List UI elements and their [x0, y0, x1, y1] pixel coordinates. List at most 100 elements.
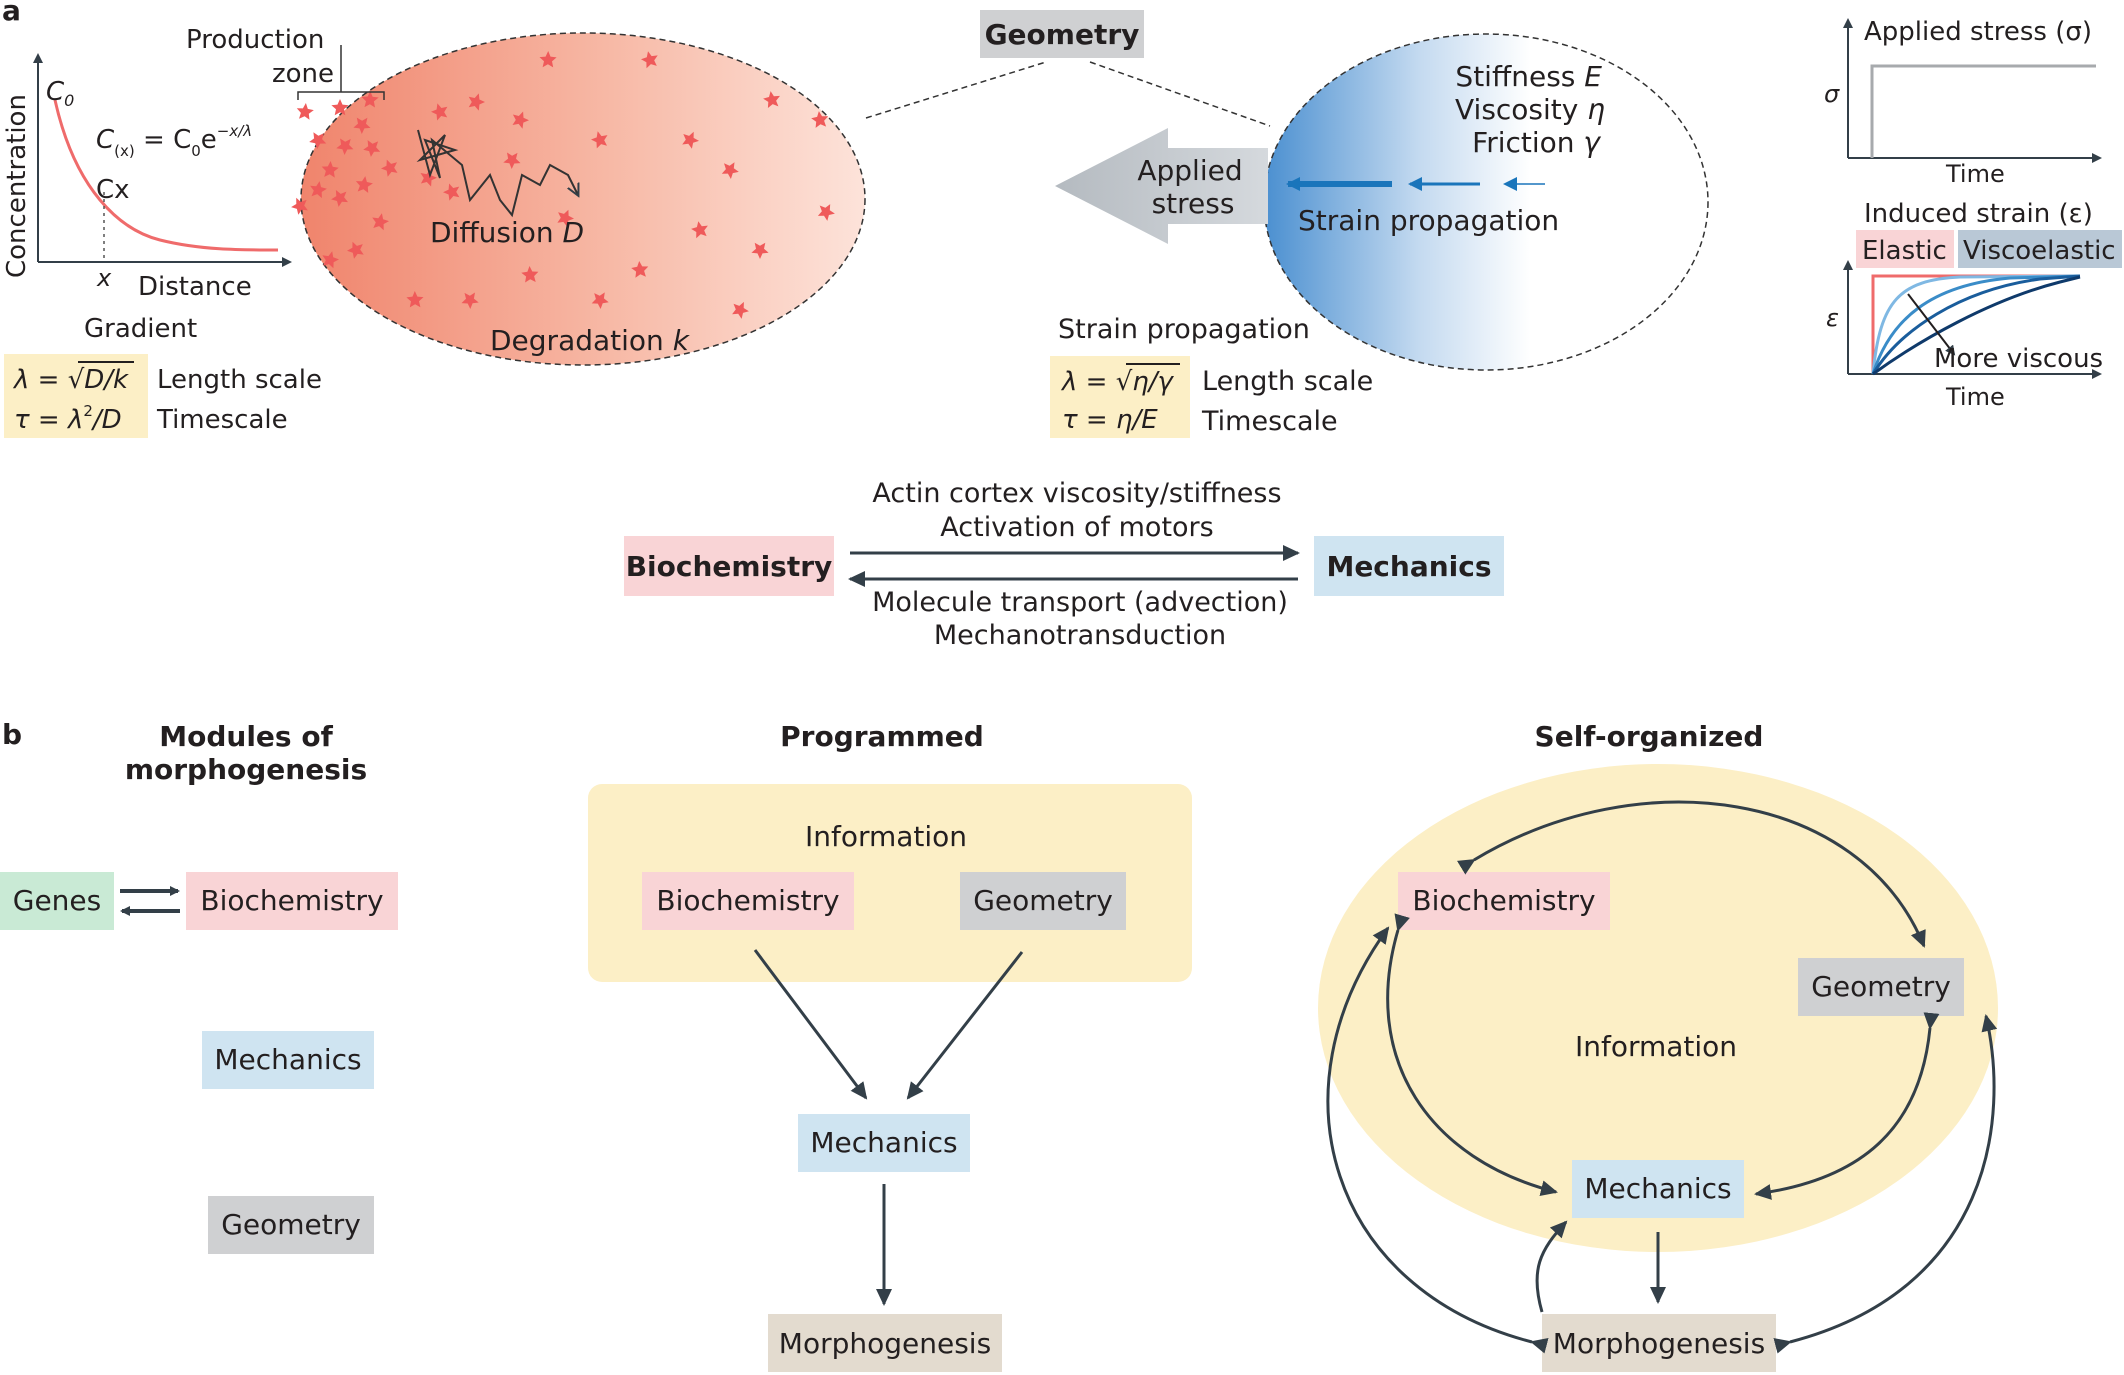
molecule-icon [347, 241, 364, 259]
so-arrow-biochem-geometry [1457, 800, 1926, 948]
molecule-icon [691, 221, 708, 239]
strain-plot-title: Induced strain (ε) [1864, 199, 2093, 229]
stress-step [1870, 64, 2096, 158]
strain-scales-box [1050, 356, 1190, 438]
programmed-mechanics-box [798, 1114, 970, 1172]
molecule-icon [591, 292, 609, 309]
modules-biochemistry-label: Biochemistry [200, 884, 383, 917]
geometry-label-box [980, 10, 1144, 58]
programmed-geometry-label: Geometry [973, 884, 1113, 917]
programmed-column: Programmed Information Biochemistry Geom… [588, 720, 1192, 1372]
strain-x-label: Time [1945, 383, 2005, 411]
molecule-icon [381, 159, 398, 177]
geometry-header: Geometry [865, 10, 1271, 127]
coupling-mechanics-box [1314, 536, 1504, 596]
modules-biochemistry-box [186, 872, 398, 930]
viscoelastic-curve-4 [1872, 275, 2081, 376]
gradient-scales: λ = √D/k Length scale τ = λ2/D Timescale [4, 354, 322, 438]
modules-genes-box [0, 872, 114, 930]
cx-label: Cx [96, 175, 130, 205]
modules-mechanics-label: Mechanics [214, 1043, 361, 1076]
coupling-top-line1: Actin cortex viscosity/stiffness [872, 478, 1281, 509]
gradient-scales-box [4, 354, 148, 438]
programmed-geometry-box [960, 872, 1126, 930]
self-organized-morphogenesis-box [1542, 1314, 1776, 1372]
molecule-icon [817, 204, 835, 221]
modules-geometry-label: Geometry [221, 1208, 361, 1241]
production-zone-line2: zone [272, 59, 334, 89]
programmed-arrow-biochem-mechanics [753, 949, 868, 1100]
molecule-icon [321, 161, 339, 178]
morphogen-cell-body [300, 32, 866, 366]
y-axis-label: Concentration [2, 94, 32, 278]
production-zone-line1: Production [186, 25, 324, 55]
viscoelastic-label: Viscoelastic [1963, 236, 2116, 266]
programmed-morphogenesis-box [768, 1314, 1002, 1372]
elastic-label-box [1856, 230, 1954, 268]
molecule-icon [431, 103, 448, 121]
panel-b-label: b [2, 718, 22, 751]
applied-stress-line2: stress [1152, 187, 1235, 220]
molecule-icon [372, 213, 389, 231]
molecule-icon [682, 131, 699, 149]
geometry-label: Geometry [985, 18, 1140, 51]
molecule-icon [420, 169, 437, 187]
equation: C(x) = C0e−x/λ [96, 122, 252, 160]
morphogen-molecules [291, 51, 835, 319]
panel-a-label: a [2, 0, 21, 27]
coupling-biochemistry-label: Biochemistry [626, 550, 833, 583]
self-organized-geometry-label: Geometry [1811, 970, 1951, 1003]
c0-label: C0 [46, 77, 74, 110]
molecule-icon [591, 131, 608, 149]
molecule-icon [310, 181, 327, 199]
strain-lambda-label: Length scale [1202, 366, 1373, 397]
molecule-icon [763, 91, 780, 108]
random-walk [416, 129, 578, 218]
programmed-title: Programmed [780, 720, 984, 753]
self-organized-column: Self-organized Information Biochemistry … [1318, 720, 1998, 1372]
self-organized-geometry-box [1798, 958, 1964, 1016]
molecule-icon [557, 209, 574, 227]
self-organized-information-label: Information [1575, 1030, 1737, 1063]
more-viscous-arrow [1907, 293, 1956, 356]
molecule-icon [331, 99, 349, 116]
self-organized-title: Self-organized [1535, 720, 1764, 753]
strain-propagation-label: Strain propagation [1298, 204, 1559, 237]
molecule-icon [363, 140, 381, 157]
elastic-label: Elastic [1862, 236, 1947, 266]
applied-stress-arrow [1055, 128, 1268, 244]
coupling-top-line2: Activation of motors [940, 512, 1213, 543]
strain-plot: Induced strain (ε) Elastic Viscoelastic … [1826, 199, 2122, 411]
x-axis-label: Distance [138, 272, 252, 302]
viscoelastic-curve-3 [1871, 274, 2081, 375]
molecule-icon [443, 183, 460, 201]
morphogen-cell: Production zone Diffusion D Degradation … [186, 25, 866, 366]
molecule-icon [361, 91, 379, 108]
modules-title-line2: morphogenesis [125, 753, 367, 786]
molecule-icon [331, 190, 348, 207]
strain-y-symbol: ε [1826, 304, 1839, 332]
viscoelastic-label-box [1958, 230, 2122, 268]
strain-tau-label: Timescale [1201, 406, 1338, 437]
geometry-connector-right [1089, 61, 1271, 127]
molecule-icon [512, 111, 529, 129]
programmed-arrow-geometry-mechanics [906, 951, 1024, 1100]
x-marker-label: x [96, 264, 112, 292]
strain-lambda-formula: λ = √η/γ [1060, 367, 1175, 397]
self-organized-morphogenesis-label: Morphogenesis [1553, 1327, 1765, 1360]
molecule-icon [641, 51, 658, 69]
modules-mechanics-box [202, 1031, 374, 1089]
more-viscous-label: More viscous [1934, 344, 2103, 374]
molecule-icon [811, 111, 829, 128]
coupling-mechanics-label: Mechanics [1326, 550, 1491, 583]
molecule-icon [721, 162, 739, 179]
molecule-icon [355, 176, 373, 193]
molecule-icon [461, 292, 479, 309]
programmed-morphogenesis-label: Morphogenesis [779, 1327, 991, 1360]
gradient-lambda-formula: λ = √D/k [12, 365, 129, 395]
molecule-icon [521, 266, 539, 283]
strain-scales: Strain propagation λ = √η/γ Length scale… [1050, 314, 1373, 438]
so-arrow-morphogenesis-geometry [1773, 1014, 1998, 1354]
modules-geometry-box [208, 1196, 374, 1254]
